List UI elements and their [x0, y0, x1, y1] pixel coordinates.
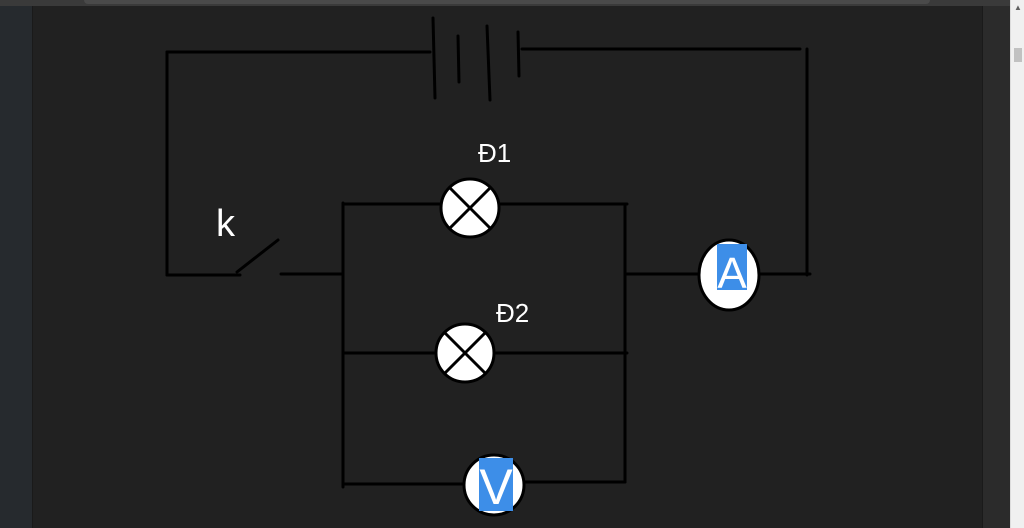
voltmeter-highlight: [479, 458, 513, 511]
switch-lever: [235, 238, 280, 274]
right-panel: [982, 6, 1011, 528]
ammeter-highlight: [717, 244, 747, 290]
switch-label: k: [216, 203, 236, 245]
scroll-up-icon[interactable]: ▲: [1014, 3, 1022, 12]
lamp2-label: Đ2: [496, 298, 529, 328]
battery-plate-1: [431, 16, 437, 100]
vertical-scrollbar[interactable]: ▲: [1010, 0, 1024, 528]
battery-plate-4: [516, 30, 521, 78]
battery-plate-2: [456, 34, 461, 84]
address-bar[interactable]: [84, 0, 930, 4]
ammeter-icon: A: [697, 238, 761, 312]
voltmeter-icon: V: [462, 453, 526, 517]
battery-icon: [431, 16, 521, 102]
diagram-canvas: [33, 6, 982, 528]
lamp1-cross-b: [448, 186, 492, 230]
battery-plate-3: [485, 24, 492, 102]
scroll-thumb[interactable]: [1014, 48, 1022, 62]
voltmeter-label: V: [479, 459, 513, 515]
lamp-icon: [434, 322, 496, 384]
lamp-icon: [439, 177, 501, 239]
left-gutter: [0, 6, 33, 528]
top-toolbar: [0, 0, 1024, 6]
ammeter-label: A: [717, 249, 747, 298]
lamp2-cross-b: [443, 331, 487, 375]
lamp1-label: Đ1: [478, 138, 511, 168]
